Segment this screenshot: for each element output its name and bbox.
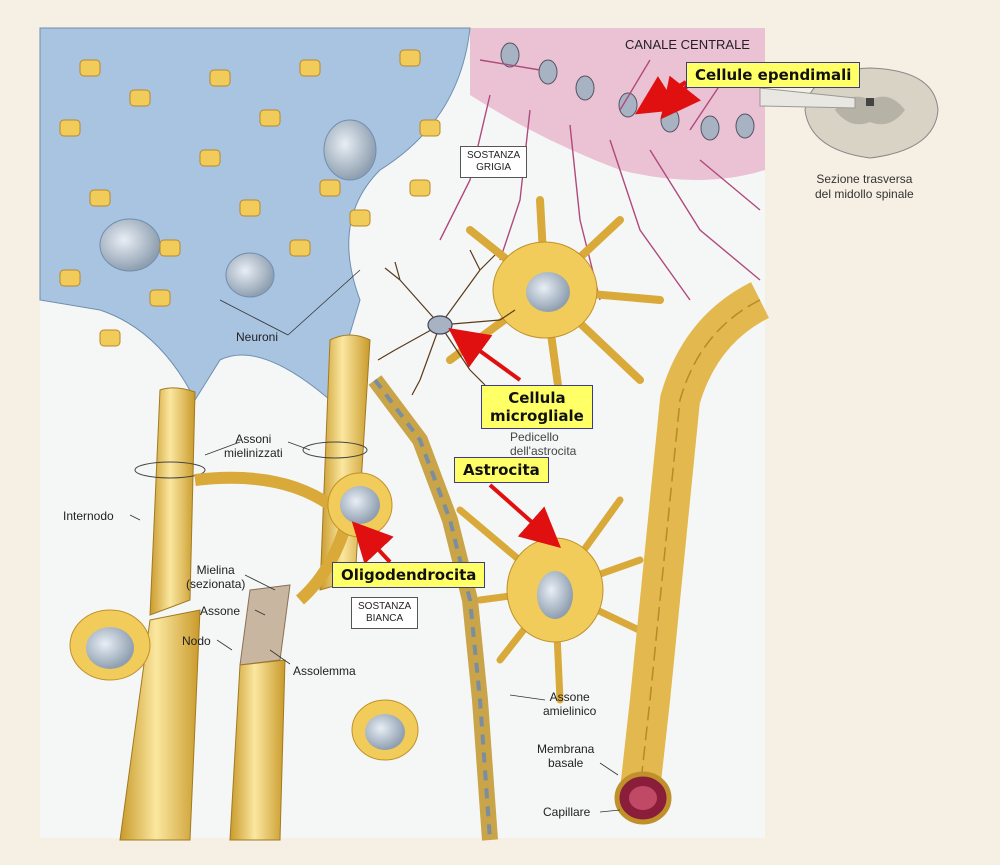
oligodendrocyte — [194, 471, 393, 605]
white-matter-line2: BIANCA — [365, 613, 404, 624]
microglial-line2: microgliale — [490, 407, 584, 425]
label-internode: Internodo — [63, 509, 114, 523]
label-basal-membrane: Membrana basale — [537, 742, 594, 770]
myelin-line2: (sezionata) — [186, 577, 246, 591]
unmyelinated-axon-line1: Assone — [549, 690, 590, 704]
label-unmyelinated-axon: Assone amielinico — [543, 690, 596, 718]
astrocyte-foot-line2: dell'astrocita — [510, 444, 577, 458]
inset-caption-line2: del midollo spinale — [815, 187, 914, 201]
grey-matter-line1: SOSTANZA — [467, 150, 521, 161]
label-central-canal: CANALE CENTRALE — [625, 37, 750, 52]
label-grey-matter: SOSTANZA GRIGIA — [460, 146, 528, 178]
bottom-left-cell — [69, 609, 419, 761]
astrocyte — [456, 496, 664, 704]
myelinated-axons-line1: Assoni — [235, 432, 272, 446]
synaptic-boutons — [59, 49, 441, 347]
leader-lines — [129, 269, 621, 813]
white-matter-line1: SOSTANZA — [358, 601, 412, 612]
unmyelinated-axon — [368, 375, 498, 841]
label-myelin: Mielina (sezionata) — [186, 563, 245, 591]
label-axolemma: Assolemma — [293, 664, 356, 678]
inset-caption: Sezione trasversa del midollo spinale — [815, 172, 914, 202]
unmyelinated-axon-line2: amielinico — [543, 704, 597, 718]
callout-ependymal-cells: Cellule ependimali — [686, 62, 861, 88]
microglial-line1: Cellula — [508, 389, 566, 407]
basal-membrane-line1: Membrana — [537, 742, 595, 756]
grey-matter-line2: GRIGIA — [476, 162, 512, 173]
astrocyte-foot-line1: Pedicello — [510, 430, 559, 444]
myelin-line1: Mielina — [196, 563, 235, 577]
label-astrocyte-foot: Pedicello dell'astrocita — [510, 430, 576, 458]
callout-oligodendrocyte: Oligodendrocita — [332, 562, 486, 588]
label-capillary: Capillare — [543, 805, 591, 819]
label-axon: Assone — [200, 604, 241, 618]
inset-caption-line1: Sezione trasversa — [816, 172, 913, 186]
basal-membrane-line2: basale — [547, 756, 584, 770]
capillary — [614, 282, 770, 825]
myelinated-axons-line2: mielinizzati — [224, 446, 283, 460]
callout-astrocyte: Astrocita — [454, 457, 549, 483]
label-neurons: Neuroni — [236, 330, 279, 344]
label-myelinated-axons: Assoni mielinizzati — [224, 432, 283, 460]
label-node: Nodo — [182, 634, 211, 648]
callout-microglial-cell: Cellula microgliale — [481, 385, 593, 429]
large-neuron — [446, 196, 664, 404]
spinal-cord-inset — [759, 67, 939, 159]
label-white-matter: SOSTANZA BIANCA — [351, 597, 419, 629]
